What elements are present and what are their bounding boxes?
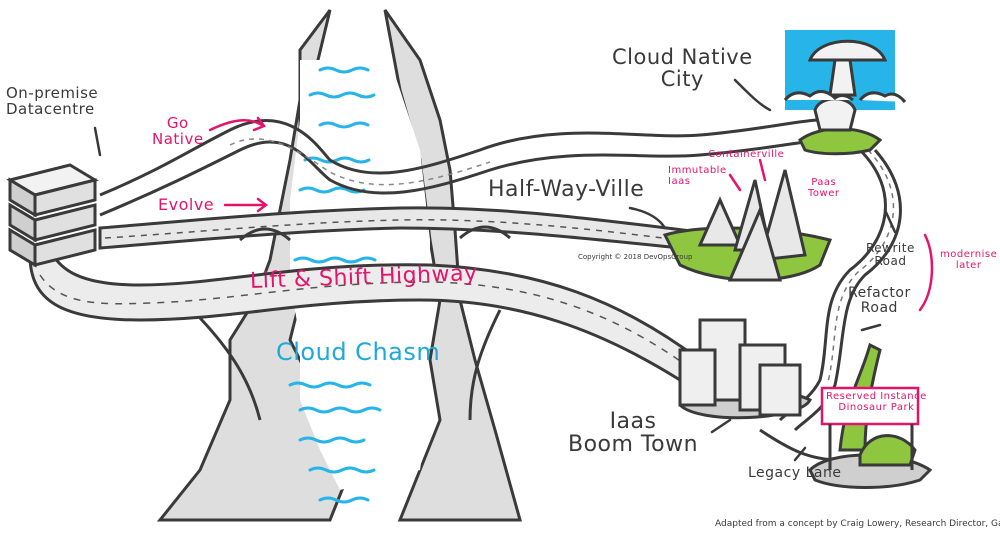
attribution-text: Adapted from a concept by Craig Lowery, … — [715, 519, 1000, 529]
iaas-boom-town — [678, 318, 813, 420]
cloud-native-city-label: Cloud Native City — [612, 45, 753, 92]
rewrite-road-label: Rewrite Road — [866, 241, 915, 268]
cloud-native-city — [783, 30, 907, 156]
half-way-ville-label: Half-Way-Ville — [488, 177, 645, 202]
refactor-road-label: Refactor Road — [848, 285, 911, 316]
datacentre-icon — [6, 163, 99, 268]
iaas-boom-town-label: Iaas Boom Town — [568, 409, 699, 458]
cloud-chasm-label: Cloud Chasm — [276, 338, 441, 366]
containerville-label: Containerville — [708, 149, 785, 160]
copyright-text: Copyright © 2018 DevOpsGroup — [578, 253, 693, 261]
go-native-label: Go Native — [152, 114, 204, 148]
on-premise-label: On-premise Datacentre — [6, 84, 99, 118]
dinosaur-park — [808, 342, 933, 489]
dinosaur-park-label: Reserved Instance Dinosaur Park — [826, 391, 927, 413]
modernise-later-label: modernise later — [940, 249, 998, 271]
legacy-lane-label: Legacy Lane — [748, 465, 842, 481]
half-way-ville-island — [662, 169, 833, 282]
evolve-label: Evolve — [158, 195, 215, 214]
go-native-road — [99, 118, 821, 217]
arrows — [93, 78, 934, 462]
paas-tower-label: Paas Tower — [808, 177, 840, 199]
immutable-iaas-label: Immutable Iaas — [668, 165, 727, 187]
